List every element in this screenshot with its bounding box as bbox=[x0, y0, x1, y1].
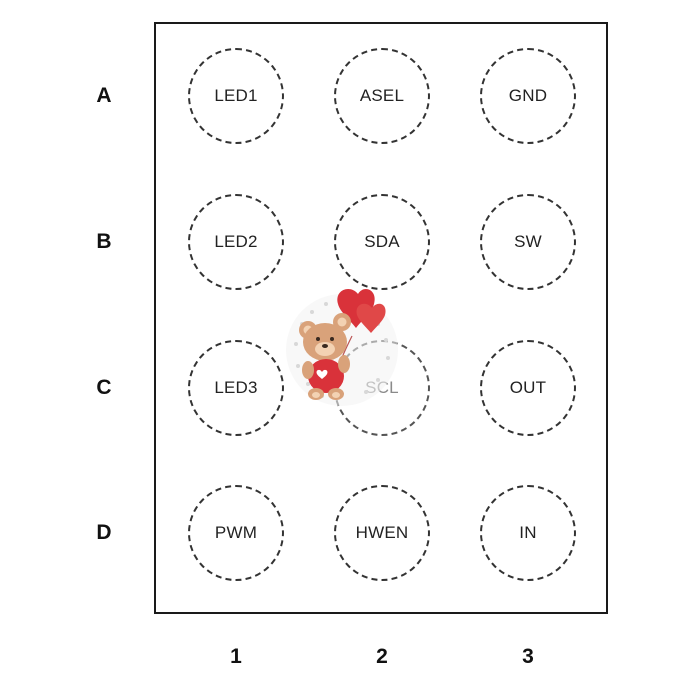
pin-label: OUT bbox=[509, 378, 547, 397]
pin-ball-a2: ASEL bbox=[334, 48, 430, 144]
row-label-b: B bbox=[96, 230, 112, 253]
pin-ball-b2: SDA bbox=[334, 194, 430, 290]
pin-label: PWM bbox=[214, 523, 258, 542]
pin-ball-a3: GND bbox=[480, 48, 576, 144]
pin-label: LED2 bbox=[214, 232, 258, 251]
pin-label: LED1 bbox=[214, 86, 258, 105]
pin-ball-a1: LED1 bbox=[188, 48, 284, 144]
pin-ball-b3: SW bbox=[480, 194, 576, 290]
row-label-c: C bbox=[96, 376, 112, 399]
pin-label: HWEN bbox=[355, 523, 409, 542]
pin-ball-d1: PWM bbox=[188, 485, 284, 581]
column-label-3: 3 bbox=[522, 645, 534, 668]
pin-ball-c1: LED3 bbox=[188, 340, 284, 436]
pin-label: ASEL bbox=[359, 86, 405, 105]
pin-ball-c3: OUT bbox=[480, 340, 576, 436]
pin-label: SDA bbox=[364, 232, 400, 251]
row-label-d: D bbox=[96, 521, 112, 544]
pin-ball-c2: SCL bbox=[334, 340, 430, 436]
column-label-2: 2 bbox=[376, 645, 388, 668]
pin-label: SCL bbox=[365, 378, 399, 397]
pin-label: LED3 bbox=[214, 378, 258, 397]
pin-label: SW bbox=[514, 232, 542, 251]
column-label-1: 1 bbox=[230, 645, 242, 668]
pin-label: IN bbox=[519, 523, 537, 542]
pin-label: GND bbox=[508, 86, 548, 105]
pin-ball-d3: IN bbox=[480, 485, 576, 581]
pin-ball-d2: HWEN bbox=[334, 485, 430, 581]
pin-ball-b1: LED2 bbox=[188, 194, 284, 290]
row-label-a: A bbox=[96, 84, 112, 107]
